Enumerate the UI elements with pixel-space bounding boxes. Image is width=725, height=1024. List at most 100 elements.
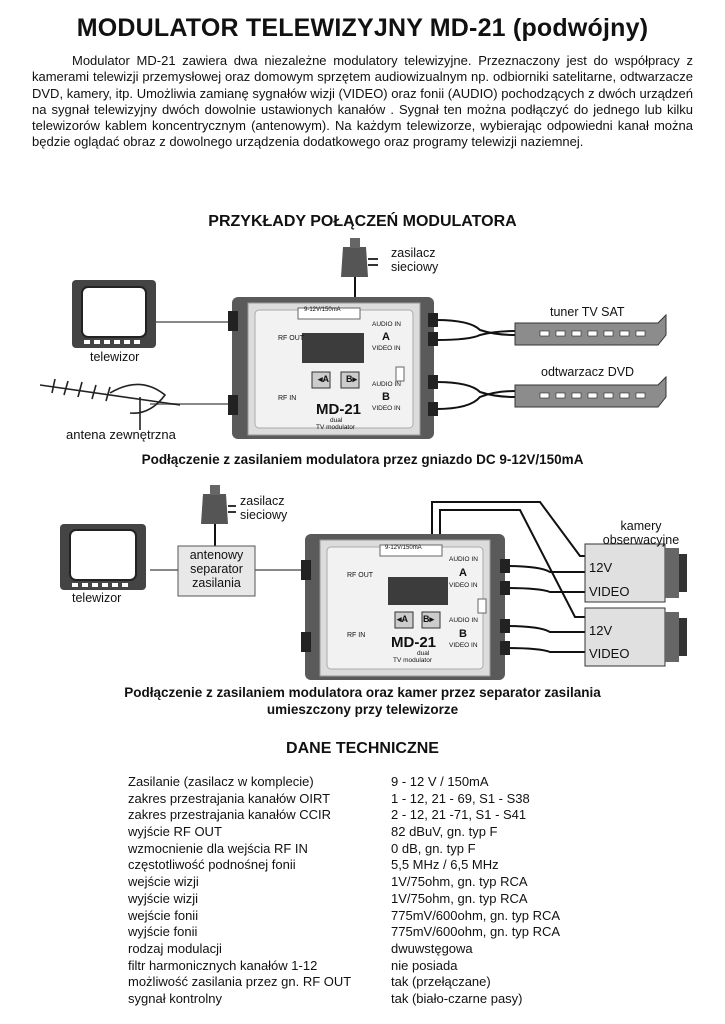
psu-line2: sieciowy: [391, 260, 439, 274]
tuner-box: [514, 313, 667, 346]
cameras-line2: obserwacyjne: [602, 533, 680, 547]
rf-out-label: RF OUT: [278, 335, 305, 342]
spec-name: częstotliwość podnośnej fonii: [128, 857, 296, 873]
dc-label-2: 9-12V/150mA: [385, 545, 422, 551]
antenna-label: antena zewnętrzna: [66, 427, 176, 442]
connection-diagram-2: [60, 485, 687, 680]
spec-name: zakres przestrajania kanałów CCIR: [128, 807, 332, 823]
modulator-2-labels: 9-12V/150mA RF OUT RF IN AUDIO IN A VIDE…: [305, 534, 505, 680]
spec-row: częstotliwość podnośnej fonii 5,5 MHz / 6…: [128, 857, 598, 874]
tv-icon-2: [60, 524, 146, 590]
spec-name: sygnał kontrolny: [128, 990, 222, 1006]
tv-label-2: telewizor: [72, 591, 122, 605]
caption2-line2: umieszczony przy telewizorze: [266, 702, 459, 717]
spec-row: wyjście wizji 1V/75ohm, gn. typ RCA: [128, 891, 598, 908]
spec-row: sygnał kontrolny tak (biało-czarne pasy): [128, 991, 598, 1008]
audio-in-a-label: AUDIO IN: [372, 321, 401, 328]
connection-diagram-1: [39, 238, 667, 439]
sep-line3: zasilania: [192, 576, 241, 590]
button-a-icon: ◂A: [318, 374, 330, 384]
cam2-12v: 12V: [589, 623, 613, 638]
specs-table: Zasilanie (zasilacz w komplecie)9 - 12 V…: [128, 774, 598, 1008]
spec-name: zakres przestrajania kanałów OIRT: [128, 790, 331, 806]
rf-cables: [150, 321, 232, 405]
spec-name: wyjście wizji: [128, 890, 199, 906]
video-in-a-label: VIDEO IN: [372, 345, 401, 352]
dvd-box: [514, 375, 667, 408]
antenna-icon: [39, 378, 181, 430]
spec-row: zakres przestrajania kanałów CCIR 2 - 12,…: [128, 807, 598, 824]
spec-value: dwuwstęgowa: [391, 940, 473, 956]
spec-row: Zasilanie (zasilacz w komplecie)9 - 12 V…: [128, 774, 598, 791]
channel-b-label: B: [382, 391, 390, 403]
psu2-line1: zasilacz: [240, 494, 285, 508]
spec-value: 1V/75ohm, gn. typ RCA: [391, 874, 528, 890]
video-in-a-label-2: VIDEO IN: [449, 582, 478, 589]
av-cables: [354, 275, 516, 410]
video-in-b-label-2: VIDEO IN: [449, 642, 478, 649]
power-supply-icon: [341, 238, 378, 277]
spec-value: 82 dBuV, gn. typ F: [391, 824, 498, 840]
examples-heading: PRZYKŁADY POŁĄCZEŃ MODULATORA: [208, 213, 517, 230]
spec-value: 2 - 12, 21 -71, S1 - S41: [391, 807, 527, 823]
spec-row: zakres przestrajania kanałów OIRT 1 - 12,…: [128, 791, 598, 808]
spec-name: wyjście fonii: [128, 924, 198, 940]
rf-in-label-2: RF IN: [347, 632, 366, 639]
dual-label: dual: [330, 417, 343, 424]
cam1-12v: 12V: [589, 560, 613, 575]
audio-in-b-label: AUDIO IN: [372, 381, 401, 388]
diagram1-caption: Podłączenie z zasilaniem modulatora prze…: [141, 452, 584, 467]
page-title: MODULATOR TELEWIZYJNY MD-21 (podwójny): [76, 14, 649, 42]
rf-in-label: RF IN: [278, 395, 297, 402]
specs-heading: DANE TECHNICZNE: [286, 740, 439, 757]
spec-value: 5,5 MHz / 6,5 MHz: [391, 857, 499, 873]
spec-value: tak (biało-czarne pasy): [391, 990, 523, 1006]
spec-name: wzmocnienie dla wejścia RF IN: [128, 840, 308, 856]
video-in-b-label: VIDEO IN: [372, 405, 401, 412]
modulator-md21-2: [301, 534, 510, 680]
channel-a-label: A: [382, 331, 390, 343]
channel-b-label-2: B: [459, 628, 467, 640]
spec-value: 1V/75ohm, gn. typ RCA: [391, 890, 528, 906]
dual-label-2: dual: [417, 650, 430, 657]
intro-paragraph: Modulator MD-21 zawiera dwa niezależne m…: [32, 53, 693, 151]
channel-a-label-2: A: [459, 567, 467, 579]
button-b-icon-2: B▸: [423, 614, 435, 624]
button-b-icon: B▸: [346, 374, 358, 384]
caption2-line1: Podłączenie z zasilaniem modulatora oraz…: [124, 685, 601, 700]
psu2-line2: sieciowy: [240, 508, 288, 522]
dvd-label: odtwarzacz DVD: [541, 365, 635, 379]
spec-value: 0 dB, gn. typ F: [391, 840, 476, 856]
camera-1-icon: [584, 543, 687, 603]
tuner-label: tuner TV SAT: [550, 305, 625, 319]
audio-in-a-label-2: AUDIO IN: [449, 556, 478, 563]
modulator-1-labels: 9-12V/150mA RF OUT RF IN AUDIO IN A VIDE…: [232, 297, 434, 439]
intro-text: Modulator MD-21 zawiera dwa niezależne m…: [32, 53, 693, 150]
camera-2-icon: [584, 607, 687, 667]
rf-out-label-2: RF OUT: [347, 572, 374, 579]
spec-name: możliwość zasilania przez gn. RF OUT: [128, 974, 352, 990]
spec-value: 1 - 12, 21 - 69, S1 - S38: [391, 790, 530, 806]
cam2-video: VIDEO: [589, 646, 630, 661]
spec-name: wejście fonii: [128, 907, 199, 923]
modulator-md21: [228, 297, 438, 439]
spec-row: wzmocnienie dla wejścia RF IN 0 dB, gn. t…: [128, 841, 598, 858]
spec-value: 9 - 12 V / 150mA: [391, 774, 489, 789]
button-a-icon-2: ◂A: [397, 614, 409, 624]
diagram2-caption: Podłączenie z zasilaniem modulatora oraz…: [0, 684, 725, 718]
spec-value: 775mV/600ohm, gn. typ RCA: [391, 907, 561, 923]
tv-label-1: telewizor: [90, 350, 140, 364]
cameras-line1: kamery: [620, 519, 662, 533]
model-label: MD-21: [316, 401, 362, 418]
cam1-video: VIDEO: [589, 584, 630, 599]
power-supply-icon-2: [201, 485, 236, 524]
